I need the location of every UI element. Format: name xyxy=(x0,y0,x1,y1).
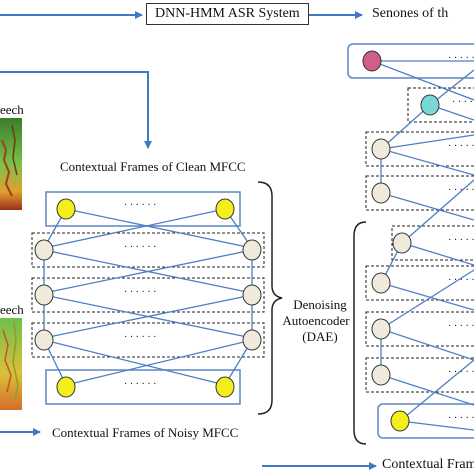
asr-dots-1: · · · · · · xyxy=(448,53,474,64)
node-senone-pink xyxy=(362,50,382,72)
node-h2-right xyxy=(242,284,262,306)
dae-connections xyxy=(43,208,253,386)
asr-nodes xyxy=(362,50,440,432)
node-asr-h1 xyxy=(371,138,391,160)
asr-dots-8: · · · · · · xyxy=(448,367,474,378)
asr-connections xyxy=(371,60,474,431)
node-asr-h6 xyxy=(371,364,391,386)
asr-dots-4: · · · · · · xyxy=(448,185,474,196)
node-input-right xyxy=(215,376,235,398)
spectrogram-noisy xyxy=(0,318,22,410)
asr-dots-9: · · · · · · xyxy=(448,413,474,424)
asr-dots-6: · · · · · · xyxy=(448,275,474,286)
dots-input: · · · · · · xyxy=(124,379,157,390)
node-output-right xyxy=(215,198,235,220)
dots-output: · · · · · · xyxy=(124,200,157,211)
node-input-left xyxy=(56,376,76,398)
node-cyan xyxy=(420,94,440,116)
node-h3-right xyxy=(242,329,262,351)
dae-label-line1: Denoising xyxy=(293,297,347,312)
node-asr-h3 xyxy=(392,232,412,254)
asr-dots-7: · · · · · · xyxy=(448,321,474,332)
dae-label-line3: (DAE) xyxy=(302,329,338,344)
dae-layer-boxes xyxy=(31,191,265,405)
node-output-left xyxy=(56,198,76,220)
dae-nodes xyxy=(34,198,262,398)
asr-dots-3: · · · · · · xyxy=(448,141,474,152)
dae-label-line2: Autoencoder xyxy=(282,313,350,328)
senones-label: Senones of th xyxy=(372,6,449,21)
node-h1-right xyxy=(242,239,262,261)
contextual-frame-right-label: Contextual Fram xyxy=(382,457,474,472)
noisy-frames-label: Contextual Frames of Noisy MFCC xyxy=(52,425,239,440)
node-asr-h4 xyxy=(371,272,391,294)
node-asr-h5 xyxy=(371,318,391,340)
dots-h3: · · · · · · xyxy=(124,332,157,343)
spectrogram-clean xyxy=(0,118,22,210)
speech-label-top: eech xyxy=(0,102,24,117)
dots-h1: · · · · · · xyxy=(124,242,157,253)
asr-dots-5: · · · · · · xyxy=(448,235,474,246)
asr-brace xyxy=(353,221,367,445)
node-asr-h2 xyxy=(371,182,391,204)
asr-system-box: DNN-HMM ASR System xyxy=(146,3,309,25)
clean-frames-label: Contextual Frames of Clean MFCC xyxy=(60,159,246,174)
node-h2-left xyxy=(34,284,54,306)
dae-brace xyxy=(257,181,283,415)
node-asr-input xyxy=(390,410,410,432)
asr-dots-2: · · · · · · xyxy=(452,97,474,108)
speech-label-bottom: eech xyxy=(0,302,24,317)
dots-h2: · · · · · · xyxy=(124,287,157,298)
node-h1-left xyxy=(34,239,54,261)
node-h3-left xyxy=(34,329,54,351)
top-flow-arrows xyxy=(0,11,377,470)
